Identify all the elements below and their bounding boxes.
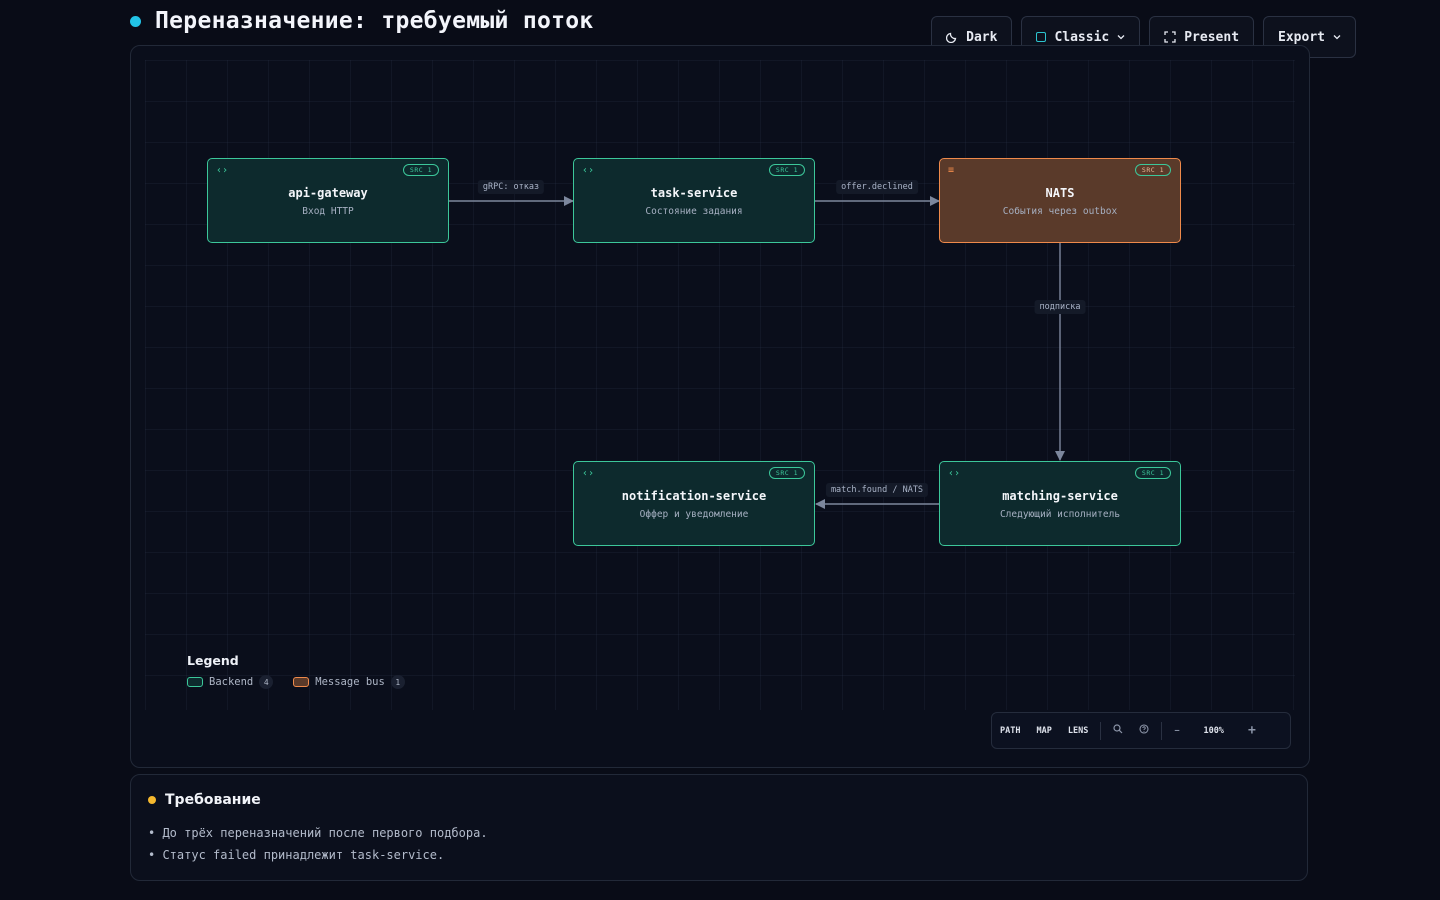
node-title: NATS [1045, 186, 1075, 200]
requirement-item: • До трёх переназначений после первого п… [148, 826, 488, 840]
zoom-in-button[interactable]: + [1247, 723, 1256, 738]
node-matching-service[interactable]: ‹› SRC 1 matching-service Следующий испо… [939, 461, 1181, 546]
edge-label: match.found / NATS [825, 483, 929, 497]
node-subtitle: Следующий исполнитель [999, 509, 1121, 520]
zoom-level: 100% [1203, 725, 1224, 736]
zoom-out-button[interactable]: − [1174, 725, 1180, 736]
legend-item-backend[interactable]: Backend 4 [187, 675, 274, 689]
node-subtitle: Оффер и уведомление [639, 509, 749, 520]
code-icon: ‹› [582, 468, 595, 479]
node-title: api-gateway [288, 186, 368, 200]
source-badge: SRC 1 [1134, 467, 1171, 479]
source-badge: SRC 1 [768, 164, 805, 176]
source-badge: SRC 1 [1134, 164, 1171, 176]
page-title: Переназначение: требуемый поток [155, 8, 594, 34]
node-title: notification-service [621, 489, 767, 503]
node-subtitle: События через outbox [1002, 206, 1118, 217]
divider [1161, 721, 1163, 740]
legend: Legend Backend 4 Message bus 1 [187, 653, 405, 689]
node-title: matching-service [1002, 489, 1118, 503]
requirement-list: • До трёх переназначений после первого п… [148, 822, 488, 866]
theme-label: Dark [966, 29, 998, 45]
present-label: Present [1184, 29, 1240, 45]
edge-label: gRPC: отказ [477, 180, 545, 194]
diagram-edges [449, 196, 1065, 509]
requirement-dot [148, 796, 156, 804]
search-icon[interactable] [1105, 724, 1131, 737]
node-task-service[interactable]: ‹› SRC 1 task-service Состояние задания [573, 158, 815, 243]
edge-label: подписка [1034, 300, 1086, 314]
node-subtitle: Вход HTTP [302, 206, 354, 217]
node-subtitle: Состояние задания [645, 206, 743, 217]
source-badge: SRC 1 [402, 164, 439, 176]
diagram-canvas[interactable]: gRPC: отказ offer.declined подписка matc… [130, 45, 1310, 768]
requirement-title: Требование [165, 792, 261, 808]
legend-item-message-bus[interactable]: Message bus 1 [293, 675, 405, 689]
edge-label: offer.declined [836, 180, 918, 194]
title-bar: Переназначение: требуемый поток [130, 8, 594, 34]
lens-button[interactable]: LENS [1067, 725, 1089, 736]
export-label: Export [1278, 29, 1325, 45]
node-notification-service[interactable]: ‹› SRC 1 notification-service Оффер и ув… [573, 461, 815, 546]
requirement-panel: Требование • До трёх переназначений посл… [130, 774, 1308, 881]
path-button[interactable]: PATH [1000, 725, 1021, 736]
bus-swatch [293, 677, 310, 687]
help-icon[interactable] [1131, 724, 1157, 737]
node-api-gateway[interactable]: ‹› SRC 1 api-gateway Вход HTTP [207, 158, 449, 243]
code-icon: ‹› [948, 468, 961, 479]
legend-count: 1 [390, 675, 405, 689]
map-button[interactable]: MAP [1036, 725, 1052, 736]
legend-count: 4 [259, 675, 274, 689]
legend-label: Backend [209, 676, 254, 688]
status-dot [130, 15, 141, 27]
moon-icon [946, 32, 957, 43]
source-badge: SRC 1 [768, 467, 805, 479]
node-title: task-service [650, 186, 738, 200]
chevron-down-icon [1333, 35, 1341, 40]
style-label: Classic [1054, 29, 1110, 45]
chevron-down-icon [1117, 35, 1125, 40]
requirement-item: • Статус failed принадлежит task-service… [148, 848, 445, 862]
backend-swatch [187, 677, 203, 687]
node-nats[interactable]: ≡ SRC 1 NATS События через outbox [939, 158, 1181, 243]
divider [1100, 721, 1102, 740]
fullscreen-icon [1164, 31, 1176, 43]
view-controls: PATH MAP LENS − 100% + [991, 712, 1291, 749]
legend-label: Message bus [315, 676, 385, 688]
style-swatch-icon [1036, 32, 1047, 42]
queue-icon: ≡ [948, 165, 955, 176]
code-icon: ‹› [216, 165, 229, 176]
code-icon: ‹› [582, 165, 595, 176]
legend-title: Legend [187, 653, 239, 668]
